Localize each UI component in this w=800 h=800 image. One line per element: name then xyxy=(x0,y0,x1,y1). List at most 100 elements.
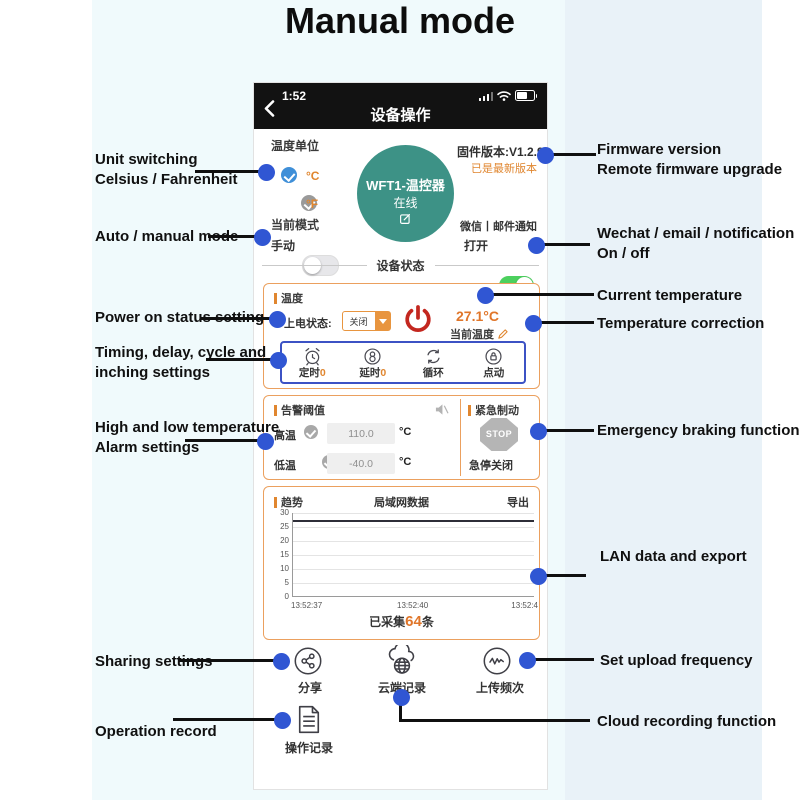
statusbar-time: 1:52 xyxy=(282,89,307,103)
fahrenheit-checkbox[interactable] xyxy=(301,195,318,211)
connector-line xyxy=(536,243,590,246)
operation-record-button[interactable] xyxy=(296,705,322,734)
chart-title: 局域网数据 xyxy=(374,497,429,509)
y-tick: 5 xyxy=(284,578,289,587)
export-button[interactable]: 导出 xyxy=(507,497,529,509)
connector-dot xyxy=(525,315,542,332)
back-chevron-icon xyxy=(264,100,275,117)
connector-line xyxy=(206,358,278,361)
delay-label: 延时 xyxy=(359,367,381,379)
connector-dot xyxy=(269,311,286,328)
connector-dot xyxy=(519,652,536,669)
temperature-correction-pencil-icon[interactable] xyxy=(497,328,508,340)
cycle-setting[interactable]: 循环 xyxy=(403,343,464,382)
connector-dot xyxy=(273,653,290,670)
upload-frequency-button[interactable] xyxy=(483,647,511,675)
connector-line xyxy=(485,293,594,296)
connector-dot xyxy=(258,164,275,181)
brake-panel-label: 紧急制动 xyxy=(475,405,519,417)
connector-line xyxy=(538,574,586,577)
connector-dot xyxy=(257,433,274,450)
firmware-version: 固件版本:V1.2.9 xyxy=(457,145,544,159)
x-tick: 13:52:37 xyxy=(291,601,323,610)
device-state-divider-label: 设备状态 xyxy=(376,259,425,273)
annotation-power-on-status: Power on status setting xyxy=(95,309,265,326)
share-label[interactable]: 分享 xyxy=(298,681,323,695)
collected-count-line: 已采集64条 xyxy=(264,613,539,630)
low-temp-input[interactable] xyxy=(327,453,395,474)
mode-value: 手动 xyxy=(271,239,296,253)
annotation-operation-record: Operation record xyxy=(95,723,217,740)
hourglass-icon xyxy=(364,348,381,365)
device-state-divider: 设备状态 xyxy=(262,257,540,274)
connector-dot xyxy=(254,229,271,246)
notify-section-label: 微信丨邮件通知 xyxy=(460,221,537,233)
current-temperature-value: 27.1°C xyxy=(456,308,499,324)
share-icon xyxy=(294,647,322,675)
connector-dot xyxy=(537,147,554,164)
alarm-clock-icon xyxy=(305,348,320,366)
back-button[interactable] xyxy=(264,100,278,118)
y-tick: 10 xyxy=(280,564,289,573)
connector-line xyxy=(208,235,262,238)
trend-panel-label: 趋势 xyxy=(281,497,303,509)
temperature-panel-label: 温度 xyxy=(281,293,303,305)
high-temp-input[interactable] xyxy=(327,423,395,444)
document-icon xyxy=(298,705,320,734)
x-tick: 13:52:4 xyxy=(511,601,538,610)
alarm-panel-label: 告警阈值 xyxy=(281,405,325,417)
panel-divider xyxy=(460,399,461,476)
annotation-current-temperature: Current temperature xyxy=(597,287,743,304)
trend-panel: 趋势 局域网数据 导出 30 25 20 15 10 5 0 13:52:37 xyxy=(263,486,540,640)
low-temp-unit: °C xyxy=(399,456,412,468)
annotation-lan-data: LAN data and export xyxy=(600,548,747,565)
connector-line xyxy=(185,439,265,442)
firmware-status: 已是最新版本 xyxy=(471,163,537,175)
annotation-sharing-settings: Sharing settings xyxy=(95,653,213,670)
chart-series-line xyxy=(293,520,534,523)
device-status-circle[interactable]: WFT1-温控器 在线 xyxy=(357,145,454,242)
connector-line xyxy=(527,658,594,661)
cloud-record-label[interactable]: 云端记录 xyxy=(378,681,427,695)
y-tick: 25 xyxy=(280,522,289,531)
connector-dot xyxy=(270,352,287,369)
temperature-panel-tag: 温度 xyxy=(274,290,303,306)
x-tick: 13:52:40 xyxy=(397,601,429,610)
connector-line xyxy=(200,317,277,320)
delay-setting[interactable]: 延时0 xyxy=(343,343,404,382)
dropdown-arrow-icon xyxy=(375,312,390,330)
connector-line xyxy=(195,170,266,173)
y-tick: 15 xyxy=(280,550,289,559)
annotation-emergency-braking: Emergency braking function xyxy=(597,422,800,439)
connector-dot xyxy=(530,568,547,585)
cloud-globe-icon xyxy=(388,645,415,674)
share-button[interactable] xyxy=(294,647,322,675)
power-state-dropdown[interactable]: 关闭 xyxy=(342,311,391,331)
emergency-stop-button[interactable]: STOP xyxy=(480,418,518,451)
nav-title: 设备操作 xyxy=(370,107,431,124)
device-name: WFT1-温控器 xyxy=(366,178,445,193)
cloud-record-button[interactable] xyxy=(385,645,419,676)
timing-setting[interactable]: 定时0 xyxy=(282,343,343,382)
power-button-icon[interactable] xyxy=(402,303,434,335)
upload-frequency-label[interactable]: 上传频次 xyxy=(476,681,525,695)
collected-suffix: 条 xyxy=(421,615,434,629)
inching-setting[interactable]: 点动 xyxy=(464,343,525,382)
annotation-auto-manual: Auto / manual mode xyxy=(95,228,239,245)
connector-dot xyxy=(528,237,545,254)
mode-section-label: 当前模式 xyxy=(271,218,320,232)
celsius-checkbox[interactable] xyxy=(281,167,297,183)
phone-screen: 1:52 xyxy=(253,82,548,790)
high-temp-checkbox[interactable] xyxy=(304,425,318,439)
operation-record-label[interactable]: 操作记录 xyxy=(285,741,334,755)
celsius-label[interactable]: °C xyxy=(306,169,320,183)
battery-icon xyxy=(515,90,537,101)
connector-line xyxy=(173,718,282,721)
wifi-icon xyxy=(497,91,511,101)
fahrenheit-label[interactable]: °F xyxy=(306,197,319,211)
inching-label: 点动 xyxy=(483,367,505,379)
